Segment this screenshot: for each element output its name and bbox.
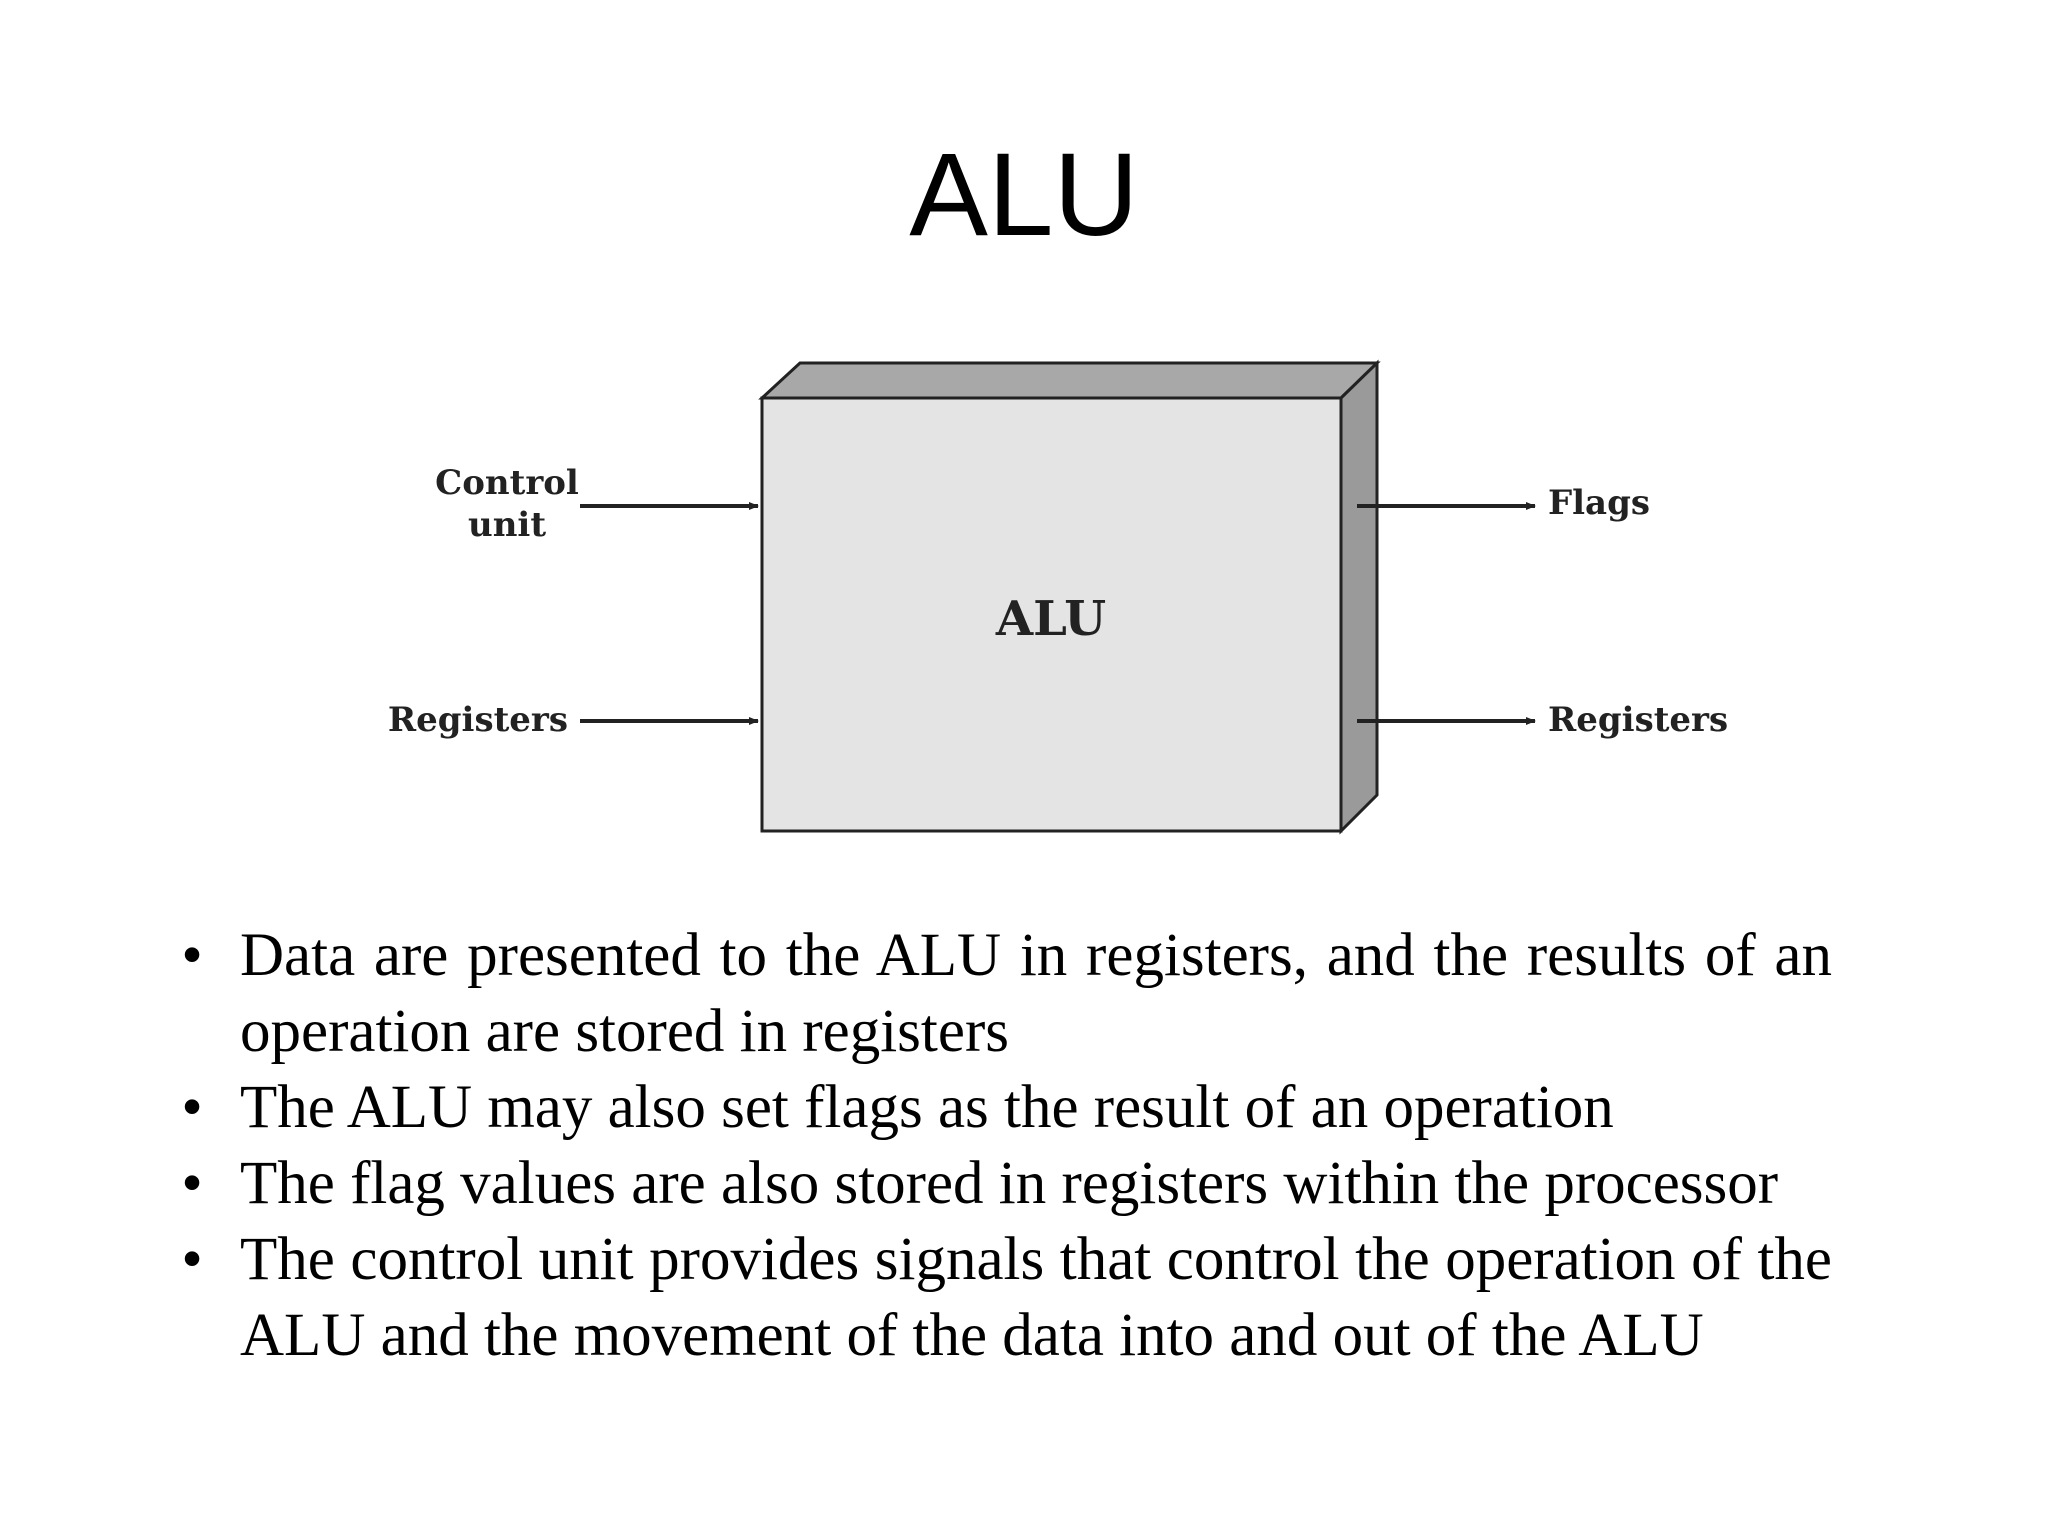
- bullet-marker: •: [181, 1074, 203, 1141]
- bullet-item: • Data are presented to the ALU in regis…: [172, 918, 1832, 1070]
- bullet-list: • Data are presented to the ALU in regis…: [172, 918, 1832, 1374]
- alu-box-top-face: [758, 361, 1381, 400]
- bullet-marker: •: [181, 1226, 203, 1293]
- bullet-text: The ALU may also set flags as the result…: [240, 1074, 1614, 1141]
- control-unit-label-line2: unit: [468, 505, 546, 545]
- alu-box-front-face: [760, 396, 1343, 833]
- control-unit-label-line1: Control: [435, 463, 579, 503]
- bullet-text: The flag values are also stored in regis…: [240, 1150, 1779, 1217]
- output-registers-label: Registers: [1548, 700, 1728, 740]
- flags-label: Flags: [1548, 483, 1650, 523]
- bullet-item: • The ALU may also set flags as the resu…: [172, 1070, 1832, 1146]
- bullet-item: • The flag values are also stored in reg…: [172, 1146, 1832, 1222]
- alu-box-label: ALU: [995, 591, 1106, 647]
- bullet-marker: •: [181, 922, 203, 989]
- bullet-item: • The control unit provides signals that…: [172, 1222, 1832, 1374]
- bullet-text: The control unit provides signals that c…: [240, 1226, 1832, 1369]
- slide-title: ALU: [909, 129, 1139, 261]
- bullet-text: Data are presented to the ALU in registe…: [240, 922, 1832, 1065]
- alu-box-side-face: [1339, 359, 1379, 835]
- bullet-marker: •: [181, 1150, 203, 1217]
- input-registers-label: Registers: [388, 700, 568, 740]
